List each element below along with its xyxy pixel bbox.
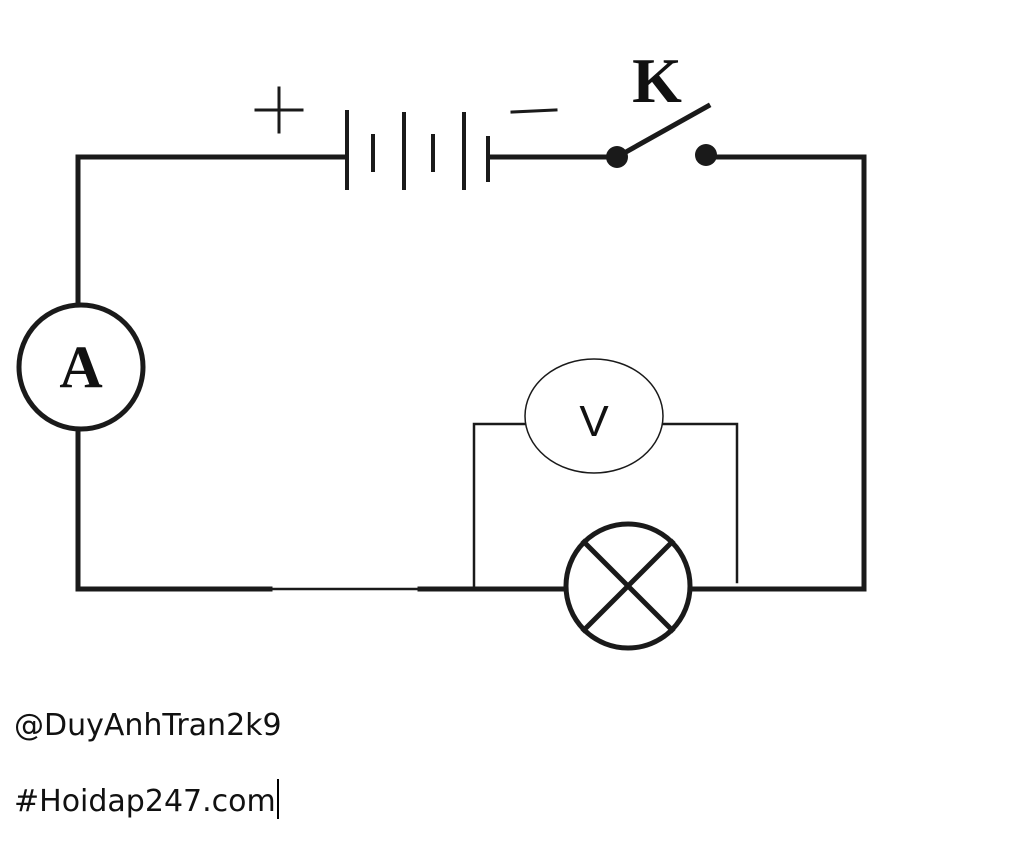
switch-contact-right	[695, 144, 717, 166]
battery	[345, 110, 490, 190]
battery-negative-sign	[510, 108, 558, 114]
caption-site-text: #Hoidap247.com	[14, 784, 276, 819]
caption-author: @DuyAnhTran2k9	[14, 708, 282, 743]
text-cursor	[276, 779, 279, 819]
switch-label: K	[632, 45, 682, 116]
switch-k	[606, 102, 717, 168]
voltmeter	[524, 358, 664, 474]
ammeter-label: A	[59, 334, 102, 400]
main-wire	[75, 154, 867, 592]
ammeter	[16, 302, 146, 432]
lamp	[563, 521, 693, 651]
battery-positive-sign	[254, 86, 304, 134]
caption-site: #Hoidap247.com	[14, 779, 279, 819]
voltmeter-branch-wire	[472, 422, 739, 591]
voltmeter-label: V	[579, 397, 609, 446]
switch-contact-left	[606, 146, 628, 168]
